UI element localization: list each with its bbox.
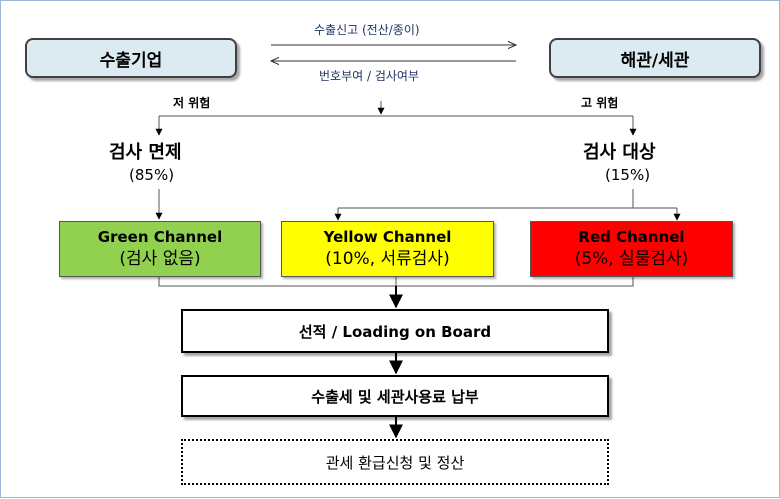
high-risk-label: 고 위험 <box>581 96 619 110</box>
exporter-label: 수출기업 <box>99 50 163 71</box>
target-title: 검사 대상 <box>583 142 656 163</box>
low-risk-label: 저 위험 <box>173 96 211 110</box>
exporter-box: 수출기업 <box>25 38 237 78</box>
red-channel-desc: (5%, 실물검사) <box>574 249 689 269</box>
customs-box: 해관/세관 <box>549 38 761 78</box>
red-channel-name: Red Channel <box>578 228 685 246</box>
green-channel-name: Green Channel <box>97 228 223 246</box>
green-channel-box: Green Channel (검사 없음) <box>59 221 261 277</box>
exempt-title: 검사 면제 <box>109 142 182 163</box>
refund-step-box: 관세 환급신청 및 정산 <box>181 439 609 485</box>
flow-label-to-customs: 수출신고 (전산/종이) <box>314 23 420 37</box>
yellow-channel-name: Yellow Channel <box>323 228 452 246</box>
tax-payment-step-box: 수출세 및 세관사용료 납부 <box>181 375 609 417</box>
loading-step-label: 선적 / Loading on Board <box>298 322 492 341</box>
yellow-channel-box: Yellow Channel (10%, 서류검사) <box>281 221 494 277</box>
refund-step-label: 관세 환급신청 및 정산 <box>325 453 465 472</box>
red-channel-box: Red Channel (5%, 실물검사) <box>530 221 733 277</box>
customs-label: 해관/세관 <box>620 50 690 71</box>
flow-label-to-exporter: 번호부여 / 검사여부 <box>319 69 419 83</box>
loading-step-box: 선적 / Loading on Board <box>181 309 609 353</box>
tax-payment-step-label: 수출세 및 세관사용료 납부 <box>311 387 479 406</box>
target-percent: (15%) <box>605 166 651 184</box>
green-channel-desc: (검사 없음) <box>119 249 201 269</box>
exempt-percent: (85%) <box>129 166 175 184</box>
yellow-channel-desc: (10%, 서류검사) <box>325 249 450 269</box>
